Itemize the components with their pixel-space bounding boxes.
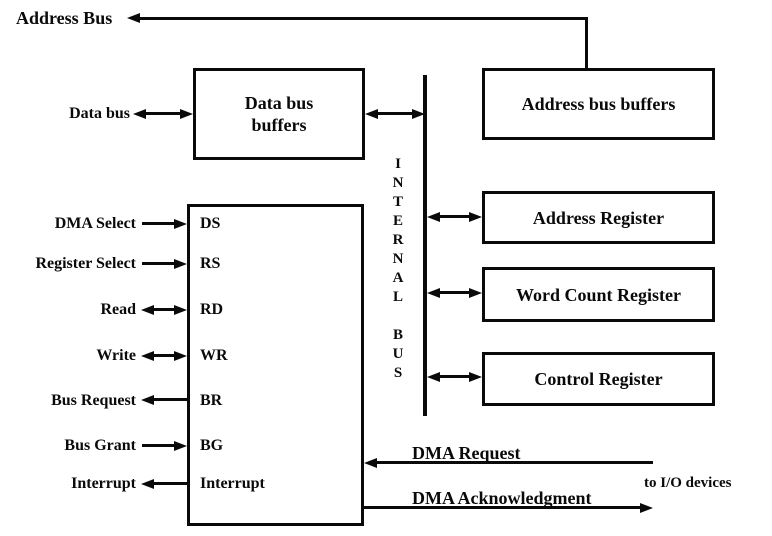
word-count-register-box: Word Count Register (482, 267, 715, 322)
pin-label-wr: WR (200, 347, 228, 364)
pin-label-rd: RD (200, 301, 224, 318)
signal-label-bus-grant: Bus Grant (64, 437, 136, 454)
bus-request-arrowhead-icon (141, 395, 154, 405)
pin-label-bg: BG (200, 437, 224, 454)
address-register-right-arrowhead-icon (469, 212, 482, 222)
dma-request-arrowhead-icon (364, 458, 377, 468)
bus-grant-line (142, 444, 176, 447)
dma-controller-box (187, 204, 364, 526)
signal-label-read: Read (100, 301, 136, 318)
bus-to-word-count-register-line (437, 291, 472, 294)
internal-bus-label: I N T E R N A L B U S (392, 156, 404, 381)
pin-label-br: BR (200, 392, 223, 409)
pin-label-interrupt: Interrupt (200, 475, 265, 492)
register-select-line (142, 262, 176, 265)
data-bus-label: Data bus (69, 105, 130, 122)
control-register-left-arrowhead-icon (427, 372, 440, 382)
write-right-arrowhead-icon (174, 351, 187, 361)
data-bus-line (145, 112, 183, 115)
word-count-register-label: Word Count Register (516, 284, 681, 305)
write-left-arrowhead-icon (141, 351, 154, 361)
write-line (152, 354, 177, 357)
data-bus-left-arrowhead-icon (133, 109, 146, 119)
buffers-bus-right-arrowhead-icon (412, 109, 425, 119)
signal-label-interrupt: Interrupt (71, 475, 136, 492)
bus-grant-arrowhead-icon (174, 441, 187, 451)
dma-request-label: DMA Request (412, 443, 521, 463)
address-register-box: Address Register (482, 191, 715, 244)
dma-acknowledgment-label: DMA Acknowledgment (412, 488, 592, 508)
bus-to-control-register-line (437, 375, 472, 378)
buffers-bus-left-arrowhead-icon (365, 109, 378, 119)
signal-label-write: Write (96, 347, 136, 364)
address-bus-arrowhead-icon (127, 13, 140, 23)
internal-bus-line (423, 75, 427, 416)
bus-request-line (152, 398, 187, 401)
address-bus-buffers-label: Address bus buffers (521, 94, 676, 114)
to-io-devices-label: to I/O devices (644, 475, 732, 491)
read-right-arrowhead-icon (174, 305, 187, 315)
signal-label-dma-select: DMA Select (54, 215, 136, 232)
interrupt-arrowhead-icon (141, 479, 154, 489)
buffers-to-internal-bus-line (376, 112, 414, 115)
address-bus-label: Address Bus (16, 8, 113, 28)
signal-label-bus-request: Bus Request (51, 392, 136, 409)
interrupt-line (152, 482, 187, 485)
data-bus-buffers-box: Data bus buffers (193, 68, 365, 160)
address-bus-buffers-box: Address bus buffers (482, 68, 715, 140)
data-bus-buffers-label: Data bus buffers (244, 93, 314, 135)
address-bus-drop-line (585, 17, 588, 71)
bus-to-address-register-line (437, 215, 472, 218)
dma-select-arrowhead-icon (174, 219, 187, 229)
control-register-box: Control Register (482, 352, 715, 406)
read-line (152, 308, 177, 311)
pin-label-ds: DS (200, 215, 221, 232)
control-register-right-arrowhead-icon (469, 372, 482, 382)
data-bus-right-arrowhead-icon (180, 109, 193, 119)
address-register-left-arrowhead-icon (427, 212, 440, 222)
signal-label-register-select: Register Select (35, 255, 136, 272)
register-select-arrowhead-icon (174, 259, 187, 269)
dma-acknowledgment-arrowhead-icon (640, 503, 653, 513)
address-register-label: Address Register (532, 207, 665, 228)
dma-request-line (375, 461, 653, 464)
word-count-register-right-arrowhead-icon (469, 288, 482, 298)
word-count-register-left-arrowhead-icon (427, 288, 440, 298)
dma-acknowledgment-line (364, 506, 641, 509)
control-register-label: Control Register (534, 369, 663, 389)
read-left-arrowhead-icon (141, 305, 154, 315)
address-bus-line (136, 17, 588, 20)
pin-label-rs: RS (200, 255, 221, 272)
dma-select-line (142, 222, 176, 225)
